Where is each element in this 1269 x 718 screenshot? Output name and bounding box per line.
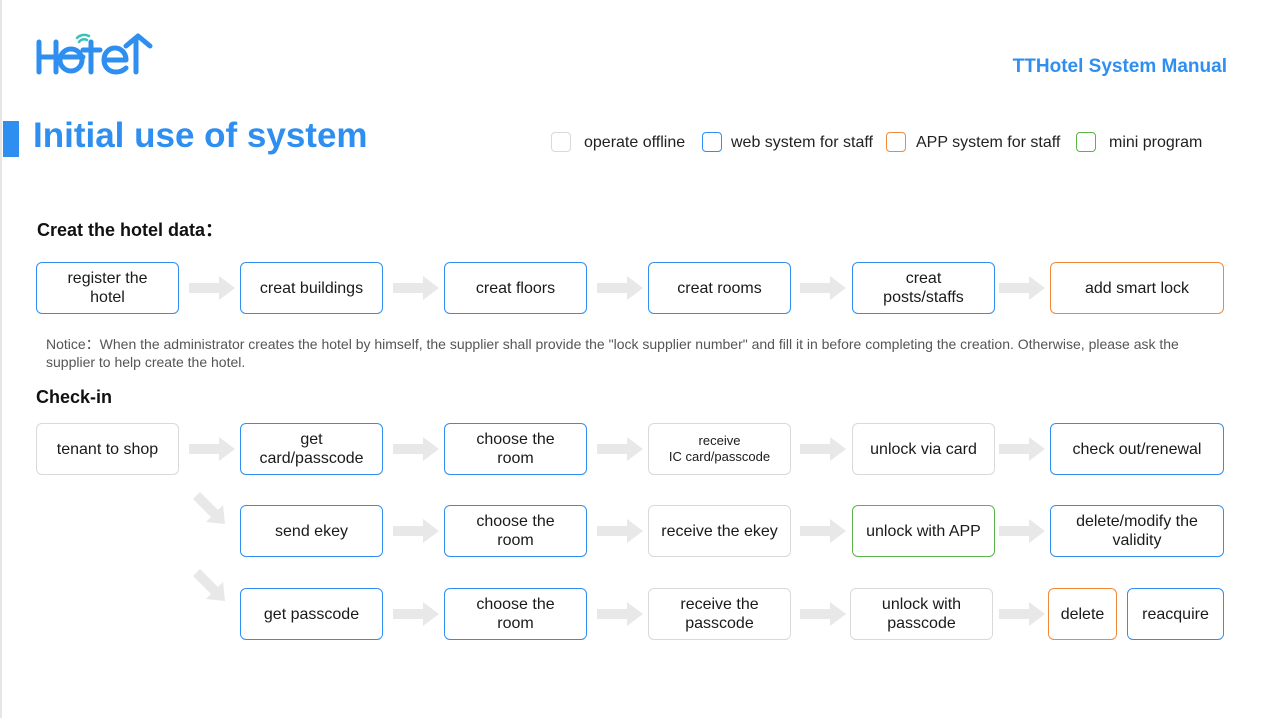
node-choose-room: choose the room (444, 588, 587, 640)
node-receive-passcode: receive the passcode (648, 588, 791, 640)
section-title-create: Creat the hotel data： (37, 220, 224, 240)
node-choose-room: choose the room (444, 505, 587, 557)
legend-box-mini (1076, 132, 1096, 152)
arrow-right (999, 276, 1045, 300)
node-register-hotel: register the hotel (36, 262, 179, 314)
page-title: Initial use of system (33, 116, 368, 155)
arrow-right (393, 602, 439, 626)
node-check-out-renewal: check out/renewal (1050, 423, 1224, 475)
arrow-right (393, 437, 439, 461)
legend-box-offline (551, 132, 571, 152)
arrow-right (393, 276, 439, 300)
node-creat-rooms: creat rooms (648, 262, 791, 314)
legend-label-offline: operate offline (584, 134, 686, 151)
legend-box-app (886, 132, 906, 152)
node-creat-posts-staffs: creat posts/staffs (852, 262, 995, 314)
node-add-smart-lock: add smart lock (1050, 262, 1224, 314)
arrow-right (597, 519, 643, 543)
section-title-checkin: Check-in (36, 387, 113, 407)
hotel-logo (36, 33, 153, 75)
node-tenant-to-shop: tenant to shop (36, 423, 179, 475)
node-creat-buildings: creat buildings (240, 262, 383, 314)
arrow-right (393, 519, 439, 543)
left-edge-rule (0, 0, 2, 718)
legend-label-web: web system for staff (731, 134, 873, 151)
arrow-right (597, 602, 643, 626)
arrow-right (189, 276, 235, 300)
node-receive-ic-card-passcode: receive IC card/passcode (648, 423, 791, 475)
arrow-diagonal (193, 569, 225, 601)
node-unlock-with-app: unlock with APP (852, 505, 995, 557)
node-reacquire: reacquire (1127, 588, 1224, 640)
arrow-right (189, 437, 235, 461)
node-get-card-passcode: get card/passcode (240, 423, 383, 475)
notice-text: Notice：When the administrator creates th… (46, 336, 1179, 370)
node-send-ekey: send ekey (240, 505, 383, 557)
arrow-right (597, 437, 643, 461)
arrow-right (999, 602, 1045, 626)
node-choose-room: choose the room (444, 423, 587, 475)
legend-label-mini: mini program (1109, 134, 1203, 151)
arrow-right (800, 276, 846, 300)
node-unlock-via-card: unlock via card (852, 423, 995, 475)
manual-title: TTHotel System Manual (1012, 56, 1227, 77)
arrow-right (800, 602, 846, 626)
arrow-right (999, 437, 1045, 461)
legend-label-app: APP system for staff (916, 134, 1061, 151)
title-accent-bar (3, 121, 19, 157)
arrow-right (800, 437, 846, 461)
node-creat-floors: creat floors (444, 262, 587, 314)
node-delete: delete (1048, 588, 1117, 640)
arrow-right (597, 276, 643, 300)
node-unlock-with-passcode: unlock with passcode (850, 588, 993, 640)
legend-box-web (702, 132, 722, 152)
node-get-passcode: get passcode (240, 588, 383, 640)
arrow-right (800, 519, 846, 543)
node-delete-modify-validity: delete/modify the validity (1050, 505, 1224, 557)
node-receive-ekey: receive the ekey (648, 505, 791, 557)
arrow-right (999, 519, 1045, 543)
arrow-diagonal (193, 492, 225, 524)
